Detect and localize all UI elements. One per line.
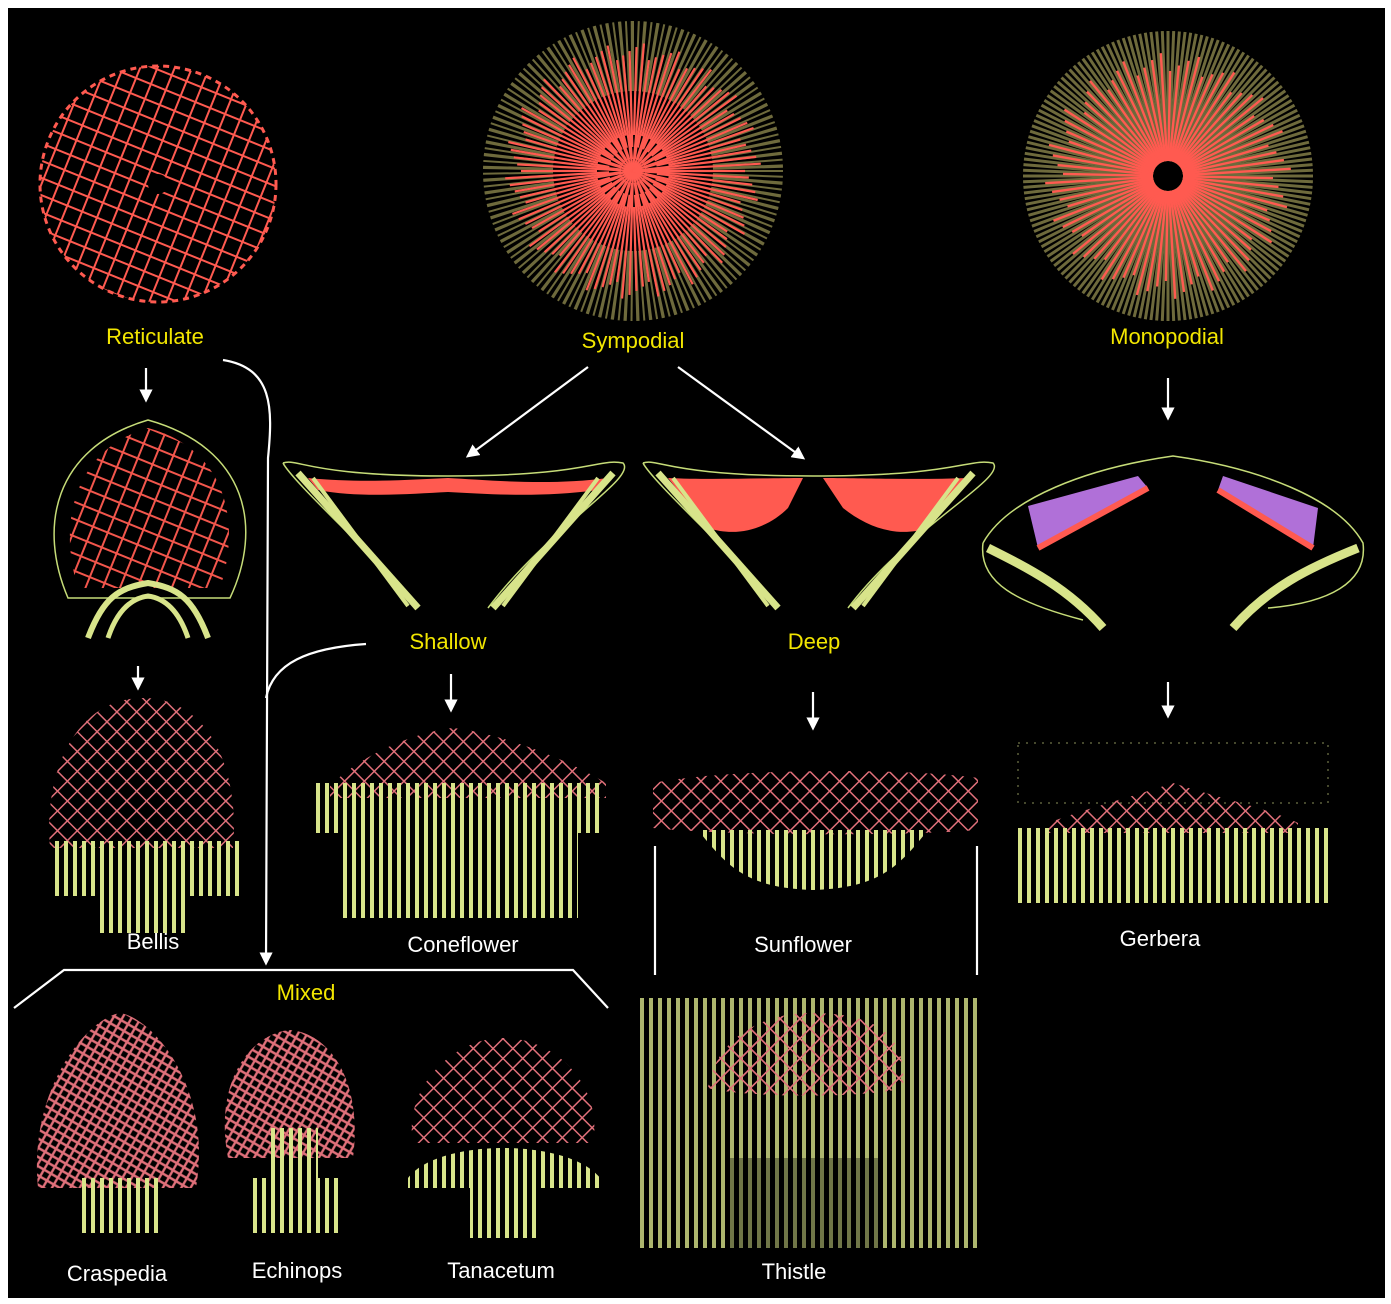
gerbera-specimen — [1018, 743, 1328, 903]
bellis-section — [54, 420, 246, 638]
sunflower-specimen — [653, 771, 978, 890]
label-mixed: Mixed — [277, 982, 336, 1004]
figure-artwork — [8, 8, 1385, 1298]
label-gerbera: Gerbera — [1120, 928, 1201, 950]
label-sunflower: Sunflower — [754, 934, 852, 956]
craspedia-specimen — [37, 1013, 199, 1233]
coneflower-specimen — [313, 728, 606, 918]
label-tanacetum: Tanacetum — [447, 1260, 555, 1282]
label-bellis: Bellis — [127, 931, 180, 953]
bellis-specimen — [49, 698, 244, 933]
echinops-specimen — [225, 1030, 355, 1233]
label-deep: Deep — [788, 631, 841, 653]
label-coneflower: Coneflower — [407, 934, 518, 956]
label-reticulate: Reticulate — [106, 326, 204, 348]
shallow-section — [283, 462, 625, 608]
label-thistle: Thistle — [762, 1261, 827, 1283]
deep-section — [643, 462, 995, 608]
monopodial-network-icon — [1023, 31, 1313, 321]
reticulate-network-icon — [40, 66, 276, 302]
sympodial-network-icon — [483, 21, 783, 321]
label-sympodial: Sympodial — [582, 330, 685, 352]
label-echinops: Echinops — [252, 1260, 343, 1282]
thistle-specimen — [640, 998, 980, 1248]
label-craspedia: Craspedia — [67, 1263, 167, 1285]
label-monopodial: Monopodial — [1110, 326, 1224, 348]
label-shallow: Shallow — [409, 631, 486, 653]
monopodial-section — [983, 456, 1364, 628]
figure-panel: Reticulate Sympodial Monopodial Shallow … — [8, 8, 1385, 1298]
tanacetum-specimen — [408, 1038, 600, 1238]
